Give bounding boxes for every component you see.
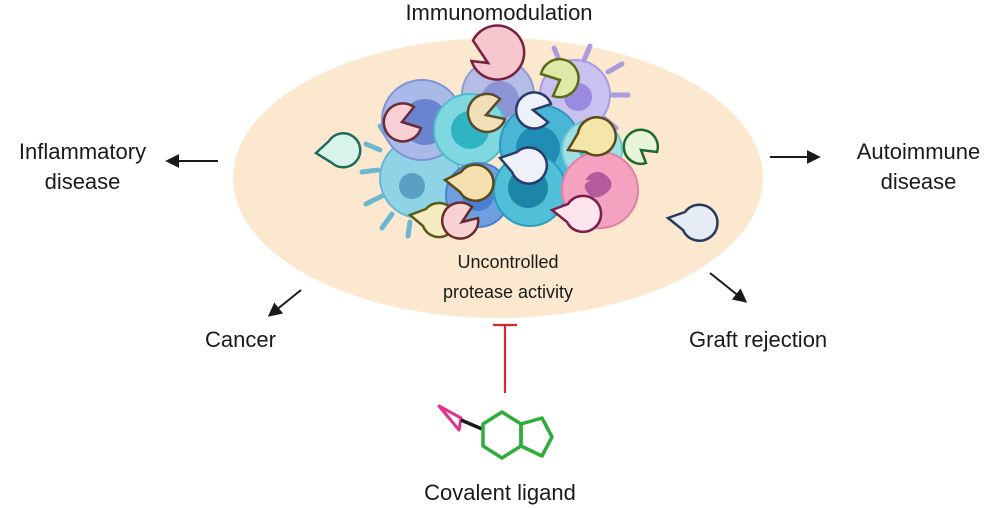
diagram-title: Immunomodulation [405,0,593,25]
center-label: Uncontrolled protease activity [398,247,618,307]
outcome-inflammatory-line1: Inflammatory [18,139,147,164]
protease-pacman-icon [442,163,495,202]
protease-pacman-icon [466,92,507,134]
arrow-to-graft-rejection [709,272,748,303]
protease-pacman-icon [665,203,719,242]
outcome-graft-rejection: Graft rejection [689,327,828,352]
inhibition-bar [493,323,517,393]
center-label-line2: protease activity [442,282,574,302]
outcome-inflammatory-disease: Inflammatory disease [0,137,165,197]
protease-pacman-icon [549,194,603,234]
outcome-autoimmune-line2: disease [880,169,957,194]
outcome-autoimmune-line1: Autoimmune [856,139,981,164]
protease-pacman-icon [440,201,480,240]
protease-icons [313,24,719,242]
protease-pacman-icon [469,24,526,81]
protease-pacman-icon [313,132,362,169]
covalent-ligand-structure-icon [437,404,554,460]
protease-pacman-icon [565,116,617,157]
protease-pacman-icon [497,146,549,185]
center-label-line1: Uncontrolled [457,252,559,272]
outcome-cancer: Cancer [205,327,276,352]
protease-pacman-icon [622,128,659,165]
outcome-inflammatory-line2: disease [44,169,121,194]
protease-pacman-icon [539,57,580,99]
outcome-autoimmune-disease: Autoimmune disease [838,137,999,197]
inhibitor-label: Covalent ligand [424,480,576,505]
arrow-to-cancer [267,289,302,317]
protease-pacman-icon [514,91,553,130]
protease-pacman-icon [382,102,423,143]
